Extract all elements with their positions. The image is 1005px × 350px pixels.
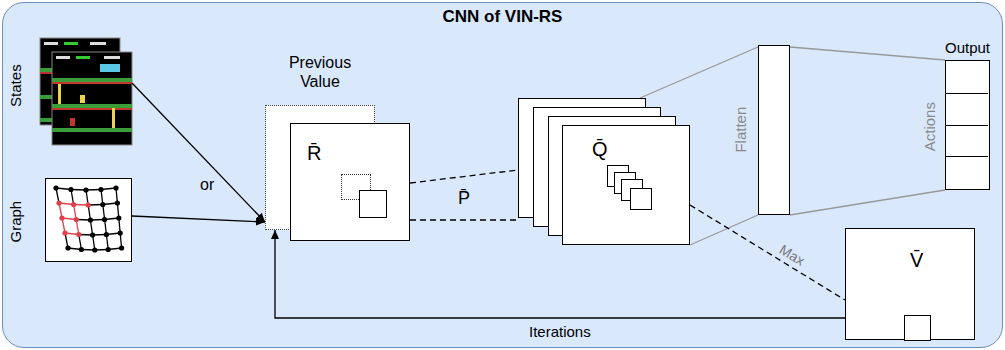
- connector: [690, 205, 845, 300]
- action-cell-divider: [946, 156, 988, 157]
- q-value-stack: Q̄: [518, 98, 690, 245]
- node-label: Flatten: [732, 106, 749, 152]
- reward-map: R̄: [290, 123, 410, 241]
- node-label: CNN of VIN-RS: [3, 7, 1002, 27]
- node-label: Graph: [7, 200, 24, 242]
- graph-vertex: [83, 187, 88, 192]
- graph-vertex: [88, 217, 93, 222]
- connector: [410, 170, 518, 220]
- connector: [132, 83, 265, 222]
- graph-input: Graph: [45, 178, 132, 262]
- node-label: Q̄: [592, 138, 608, 161]
- edge-label: Iterations: [527, 323, 593, 340]
- connector: [790, 47, 945, 215]
- graph-picture: [53, 185, 124, 252]
- output-layer: OutputActions: [945, 60, 990, 190]
- node-label: R̄: [307, 142, 321, 165]
- graph-vertex: [90, 232, 95, 237]
- value-cell: [904, 315, 931, 341]
- graph-vertex: [119, 245, 124, 250]
- graph-vertex: [86, 202, 91, 207]
- graph-vertex: [116, 215, 121, 220]
- graph-vertex: [53, 185, 58, 190]
- value-map: V̄: [845, 228, 975, 340]
- flatten-layer: Flatten: [758, 45, 790, 215]
- game-screenshot-front: [52, 52, 132, 145]
- graph-vertex: [59, 215, 64, 220]
- graph-vertex: [62, 230, 67, 235]
- graph-vertex: [76, 232, 81, 237]
- graph-vertex: [56, 200, 61, 205]
- kernel-window: [359, 190, 387, 218]
- graph-vertex: [118, 230, 123, 235]
- action-cell-divider: [946, 93, 988, 94]
- note-label: or: [200, 176, 214, 194]
- connector: [275, 230, 845, 318]
- graph-vertex: [79, 247, 84, 252]
- graph-vertex: [106, 247, 111, 252]
- graph-vertex: [92, 247, 97, 252]
- graph-vertex: [71, 202, 76, 207]
- graph-vertex: [65, 245, 70, 250]
- node-label: Previous Value: [275, 54, 365, 91]
- node-label: V̄: [910, 249, 923, 272]
- action-cell-divider: [946, 125, 988, 126]
- graph-vertex: [98, 187, 103, 192]
- node-label: Output: [933, 39, 1003, 56]
- edge-label: P̄: [456, 188, 472, 209]
- connector: [640, 47, 758, 245]
- graph-vertex: [100, 202, 105, 207]
- connector: [132, 216, 265, 222]
- graph-vertex: [74, 217, 79, 222]
- graph-vertex: [102, 217, 107, 222]
- node-label: States: [6, 64, 23, 107]
- graph-ground: [45, 178, 132, 262]
- node-sublabel: Actions: [920, 102, 937, 151]
- graph-vertex: [113, 185, 118, 190]
- q-cell: [630, 188, 652, 210]
- graph-vertex: [104, 232, 109, 237]
- graph-vertex: [115, 200, 120, 205]
- graph-vertex: [68, 187, 73, 192]
- states-input: States: [28, 38, 132, 148]
